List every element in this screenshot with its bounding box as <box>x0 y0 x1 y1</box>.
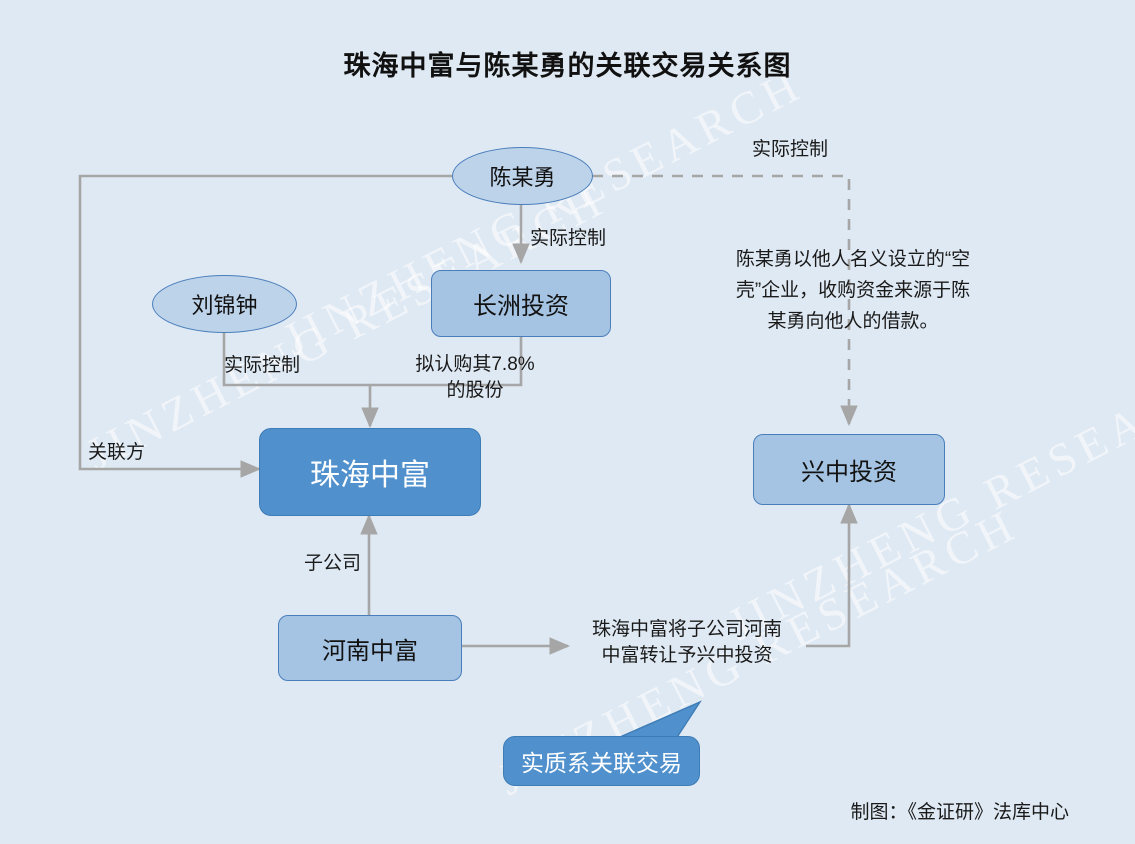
credit-text: 制图：《金证研》法库中心 <box>850 802 1069 823</box>
edge-label-chen-to-xingzhong: 实际控制 <box>752 139 829 160</box>
node-zhuhai-label: 珠海中富 <box>310 459 430 492</box>
node-xingzhong-label: 兴中投资 <box>801 459 897 486</box>
edge-chen-to-zhuhai <box>78 174 455 478</box>
node-henan-label: 河南中富 <box>322 637 418 665</box>
edge-changzhou-to-zhuhai <box>370 337 523 387</box>
node-henan[interactable]: 河南中富 <box>278 615 462 681</box>
node-xingzhong[interactable]: 兴中投资 <box>753 434 945 505</box>
annotation-shell-company: 陈某勇以他人名义设立的“空 壳”企业，收购资金来源于陈 某勇向他人的借款。 <box>735 249 971 332</box>
edge-label-chen-to-zhuhai: 关联方 <box>88 442 146 463</box>
node-zhuhai[interactable]: 珠海中富 <box>259 428 481 516</box>
edge-henan-to-xingzhong <box>806 502 858 648</box>
edge-label-henan-to-zhuhai: 子公司 <box>304 553 362 574</box>
edge-chen-to-xingzhong-dashed <box>592 174 858 427</box>
node-changzhou-label: 长洲投资 <box>473 293 569 320</box>
node-liu-label: 刘锦钟 <box>191 293 258 318</box>
node-liu[interactable]: 刘锦钟 <box>152 275 297 333</box>
node-chen[interactable]: 陈某勇 <box>452 147 593 205</box>
edge-label-chen-to-changzhou: 实际控制 <box>530 228 607 249</box>
edge-liu-to-zhuhai <box>222 333 379 429</box>
edge-label-henan-to-xingzhong: 珠海中富将子公司河南 中富转让予兴中投资 <box>591 619 782 666</box>
page-title: 珠海中富与陈某勇的关联交易关系图 <box>343 51 792 81</box>
edge-label-changzhou-to-zhuhai: 拟认购其7.8% 的股份 <box>415 354 535 401</box>
node-chen-label: 陈某勇 <box>489 165 556 190</box>
callout-related-transaction[interactable]: 实质系关联交易 <box>503 736 700 786</box>
edge-label-liu-to-zhuhai: 实际控制 <box>224 355 301 376</box>
callout-label: 实质系关联交易 <box>521 750 682 776</box>
node-changzhou[interactable]: 长洲投资 <box>431 270 611 337</box>
